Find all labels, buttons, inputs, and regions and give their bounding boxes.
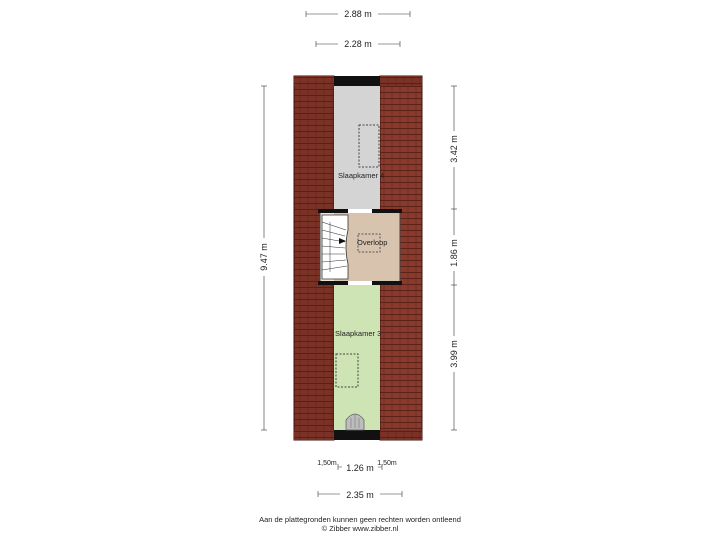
wall-bedroom4-bottom-right <box>372 209 402 213</box>
dimension-bottom-inner: 1.26 m <box>337 461 383 474</box>
footer-disclaimer: Aan de plattegronden kunnen geen rechten… <box>259 515 461 524</box>
skylight-bedroom-4 <box>358 124 380 168</box>
room-label-bedroom-3: Slaapkamer 3 <box>335 329 381 338</box>
bedroom-3-floor <box>334 285 380 430</box>
svg-text:2.28 m: 2.28 m <box>344 39 372 49</box>
svg-text:2.88 m: 2.88 m <box>344 9 372 19</box>
wall-bedroom3-top-left <box>318 281 348 285</box>
bedroom-4-floor <box>334 86 380 209</box>
wall-bedroom4-bottom-left <box>318 209 348 213</box>
dimension-top-outer: 2.88 m <box>305 7 411 20</box>
svg-text:9.47 m: 9.47 m <box>259 243 269 271</box>
svg-text:3.99 m: 3.99 m <box>449 340 459 368</box>
skylight-bedroom-3 <box>335 353 359 388</box>
room-label-bedroom-4: Slaapkamer 4 <box>338 171 384 180</box>
staircase <box>321 214 349 280</box>
svg-text:3.42 m: 3.42 m <box>449 135 459 163</box>
footer-copyright: © Zibber www.zibber.nl <box>321 524 399 533</box>
dimension-left-total: 9.47 m <box>257 85 271 431</box>
svg-text:1.86 m: 1.86 m <box>449 239 459 267</box>
vent-icon <box>345 413 365 431</box>
svg-text:2.35 m: 2.35 m <box>346 490 374 500</box>
dimension-right-middle: 1.86 m <box>447 209 461 286</box>
dimension-top-inner: 2.28 m <box>315 37 401 50</box>
room-label-landing: Overloop <box>357 238 387 247</box>
dimension-right-bottom: 3.99 m <box>447 285 461 431</box>
wall-bedroom3-top-right <box>372 281 402 285</box>
hatch-landing <box>357 233 381 253</box>
svg-text:1.26 m: 1.26 m <box>346 463 374 473</box>
dimension-bottom-outer: 2.35 m <box>317 488 403 501</box>
dimension-height-right: 1,50m <box>377 460 397 467</box>
dimension-right-top: 3.42 m <box>447 85 461 210</box>
dimension-height-left: 1,50m <box>317 460 337 467</box>
wall-bottom <box>334 430 380 440</box>
wall-top <box>334 76 380 86</box>
